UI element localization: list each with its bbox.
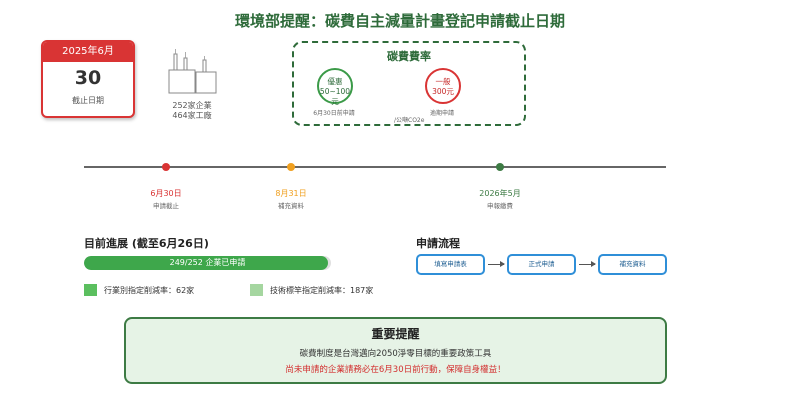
general-amount: 300元	[432, 87, 454, 96]
timeline-desc: 申報繳費	[487, 202, 513, 210]
timeline-date: 2026年5月	[479, 189, 521, 198]
carbon-fee-rate-box: 碳費費率 優惠 50~100元 6月30日前申請 一般 300元 逾期申請 /公…	[292, 41, 526, 126]
page-title: 環境部提醒：碳費自主減量計畫登記申請截止日期	[234, 12, 565, 30]
legend-swatch	[250, 284, 263, 296]
process-step-fill-form: 填寫申請表	[416, 254, 485, 275]
timeline-desc: 補充資料	[278, 202, 304, 210]
fee-title: 碳費費率	[387, 50, 431, 63]
factory-icon	[195, 56, 217, 94]
timeline-date: 6月30日	[150, 189, 182, 198]
preferential-amount: 50~100元	[319, 87, 351, 106]
timeline-dot	[496, 163, 504, 171]
notice-line: 碳費制度是台灣邁向2050淨零目標的重要政策工具	[299, 349, 492, 359]
process-step-submit: 正式申請	[507, 254, 576, 275]
process-title: 申請流程	[416, 237, 460, 250]
plant-count: 464家工廠	[172, 111, 212, 120]
calendar-day: 30	[74, 67, 102, 89]
process-step-supplement: 補充資料	[598, 254, 667, 275]
notice-warning: 尚未申請的企業請務必在6月30日前行動，保障自身權益！	[285, 365, 506, 375]
calendar-month: 2025年6月	[43, 42, 133, 62]
important-notice: 重要提醒 碳費制度是台灣邁向2050淨零目標的重要政策工具 尚未申請的企業請務必…	[124, 317, 667, 384]
legend-industry: 行業別指定削減率：62家	[104, 286, 195, 295]
deadline-calendar: 2025年6月 30 截止日期	[41, 40, 135, 118]
progress-text: 249/252 企業已申請	[169, 258, 246, 267]
progress-title: 目前進展 (截至6月26日)	[84, 237, 209, 250]
progress-bar: 249/252 企業已申請	[84, 256, 331, 270]
arrow-right-icon	[488, 261, 505, 267]
legend-technology: 技術標竿指定削減率：187家	[270, 286, 374, 295]
preferential-label: 優惠	[327, 77, 343, 86]
arrow-right-icon	[579, 261, 596, 267]
general-label: 一般	[435, 77, 451, 86]
fee-unit: /公噸CO2e	[394, 117, 425, 124]
timeline-axis	[84, 166, 666, 168]
progress-fill	[84, 256, 329, 270]
notice-title: 重要提醒	[371, 327, 420, 341]
company-count: 252家企業	[172, 101, 212, 110]
factory-icon	[168, 49, 196, 94]
timeline-date: 8月31日	[275, 189, 307, 198]
calendar-label: 截止日期	[72, 96, 104, 105]
preferential-rate-badge: 優惠 50~100元	[317, 68, 353, 106]
timeline-dot	[287, 163, 295, 171]
timeline-desc: 申請截止	[153, 202, 179, 210]
general-rate-badge: 一般 300元	[425, 68, 461, 104]
general-note: 逾期申請	[429, 110, 454, 117]
legend-swatch	[84, 284, 97, 296]
preferential-note: 6月30日前申請	[313, 110, 355, 117]
timeline-dot	[162, 163, 170, 171]
